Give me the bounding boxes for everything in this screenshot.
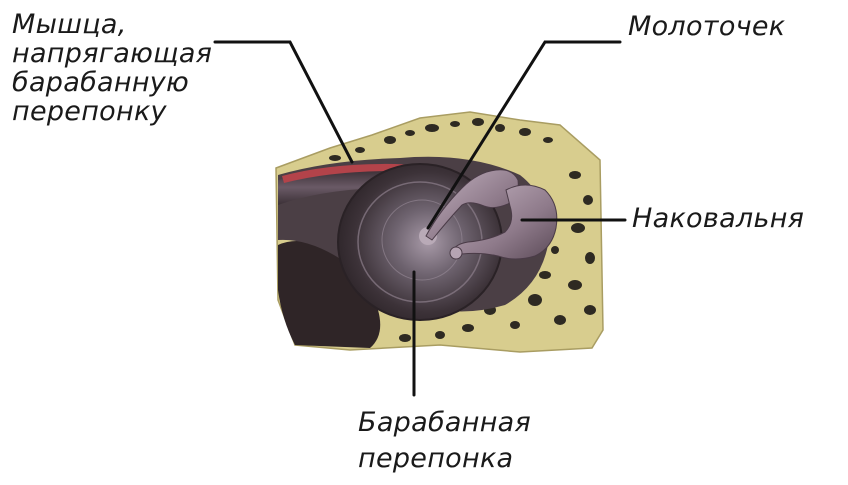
label-malleus: Молоточек [628,12,785,41]
label-line: Мышца, [12,10,212,39]
label-incus: Наковальня [632,204,804,233]
label-tympanic-membrane: Барабанная перепонка [358,405,531,477]
label-line: перепонку [12,97,212,126]
label-line: барабанную [12,68,212,97]
leader-muscle [215,42,352,162]
label-line: напрягающая [12,39,212,68]
label-line: Барабанная [358,405,531,441]
label-line: перепонка [358,441,531,477]
label-tensor-tympani: Мышца, напрягающая барабанную перепонку [12,10,212,126]
